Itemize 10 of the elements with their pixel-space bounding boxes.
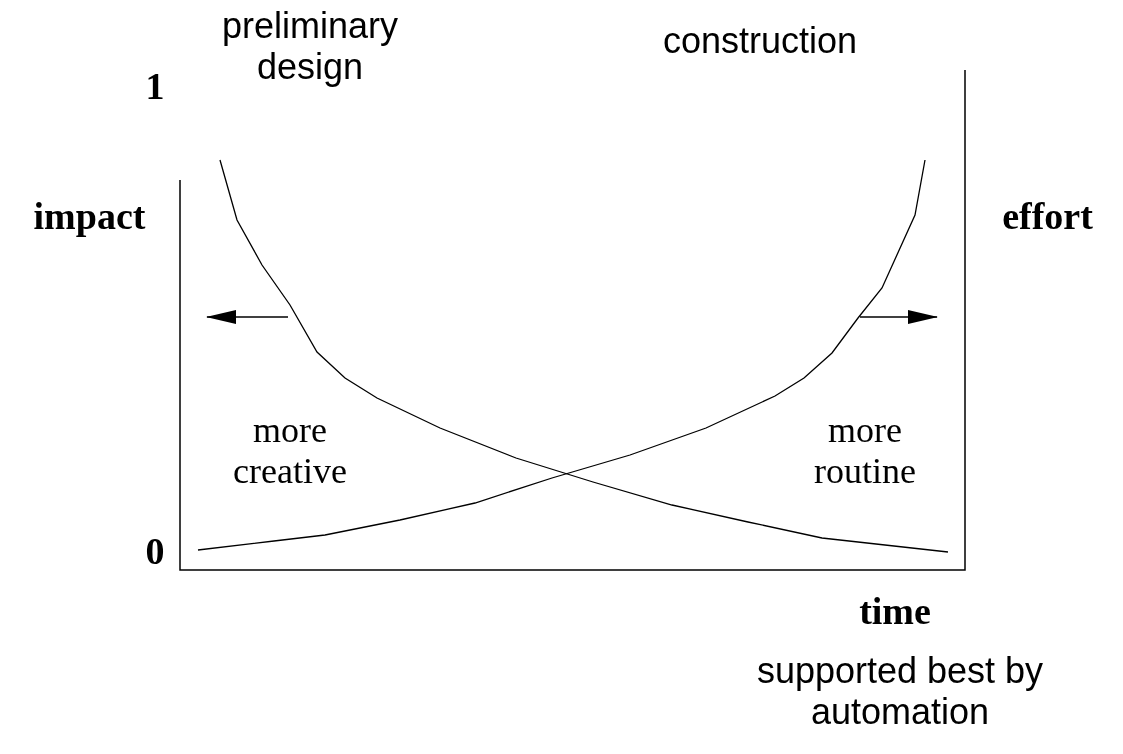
axis-label: construction bbox=[661, 20, 859, 62]
axis-title: time bbox=[858, 590, 932, 634]
axis-label: preliminary design bbox=[220, 5, 399, 88]
axis-title: impact bbox=[32, 195, 147, 239]
annotation-text: more creative bbox=[232, 410, 348, 493]
note-text: supported best by automation bbox=[755, 650, 1045, 733]
tick-label: 1 bbox=[144, 65, 166, 109]
axis-title: effort bbox=[1001, 195, 1094, 239]
tick-label: 0 bbox=[144, 530, 166, 574]
annotation-text: more routine bbox=[813, 410, 917, 493]
